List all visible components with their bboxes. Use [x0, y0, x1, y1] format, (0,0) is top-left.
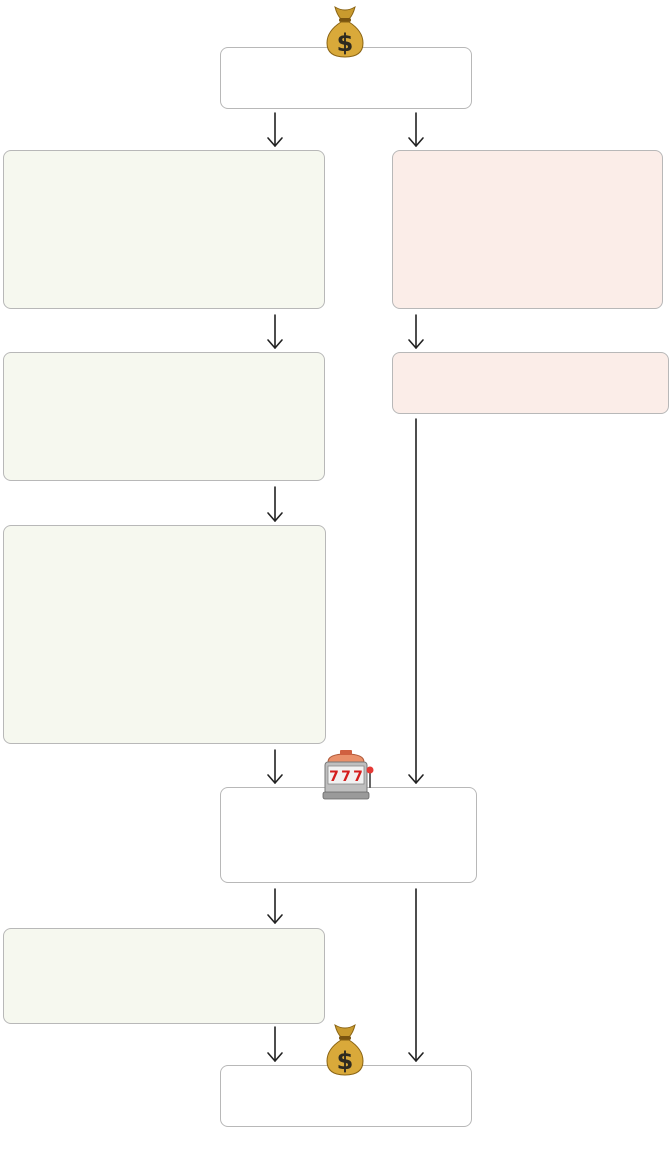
left-node-3 — [3, 525, 326, 744]
arrow-left-3-to-middle — [267, 749, 283, 784]
money-bag-icon: $ — [326, 1023, 364, 1076]
right-node-1 — [392, 150, 663, 309]
arrow-middle-to-end — [408, 888, 424, 1062]
arrow-left-2-to-left-3 — [267, 486, 283, 522]
svg-text:$: $ — [337, 29, 354, 57]
slot-machine-icon: 7 7 7 — [322, 750, 374, 800]
arrow-start-to-right-1 — [408, 112, 424, 147]
svg-text:7: 7 — [341, 769, 351, 785]
money-bag-icon: $ — [326, 5, 364, 58]
arrow-right-2-to-middle — [408, 418, 424, 784]
middle-node — [220, 787, 477, 883]
right-node-2 — [392, 352, 669, 414]
arrow-left-4-to-end — [267, 1026, 283, 1062]
left-node-4 — [3, 928, 325, 1024]
svg-text:$: $ — [337, 1047, 354, 1075]
left-node-1 — [3, 150, 325, 309]
svg-text:7: 7 — [329, 769, 339, 785]
arrow-right-1-to-right-2 — [408, 314, 424, 349]
svg-text:7: 7 — [353, 769, 363, 785]
arrow-left-1-to-left-2 — [267, 314, 283, 349]
left-node-2 — [3, 352, 325, 481]
arrow-middle-to-left-4 — [267, 888, 283, 924]
arrow-start-to-left-1 — [267, 112, 283, 147]
